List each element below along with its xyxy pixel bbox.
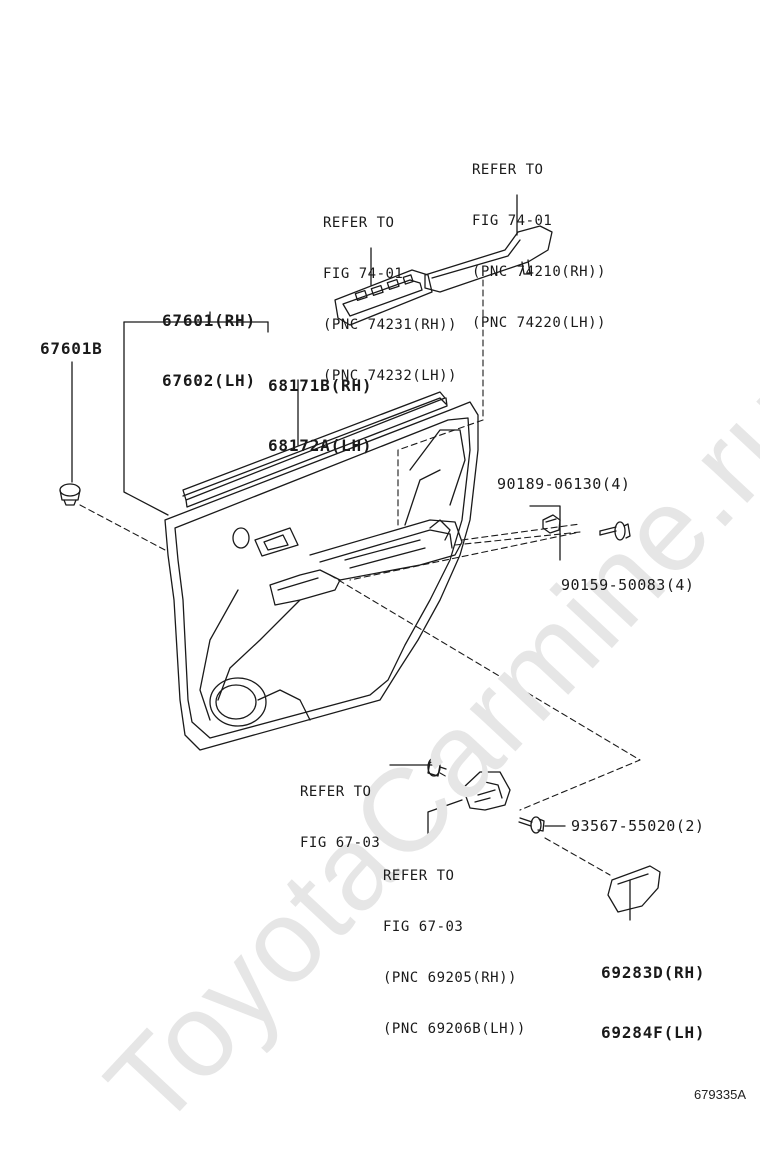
label-line: (PNC 74220(LH)) [472,315,606,331]
trim-board-part-number: 67601(RH) 67602(LH) [162,271,256,411]
weatherstrip-part-number: 68171B(RH) 68172A(LH) [268,336,372,476]
inside-handle-reference: REFER TO FIG 67-03 (PNC 69205(RH)) (PNC … [383,834,526,1055]
handle-screw [518,816,545,834]
handle-screw-part-number: 93567-55020(2) [571,817,705,835]
armrest-switch-base [424,225,553,293]
handle-screw-top [427,757,447,777]
label-line: FIG 67-03 [300,835,381,851]
label-line: FIG 67-03 [383,919,464,935]
leader-lines [71,194,631,921]
label-line: (PNC 69206B(LH)) [383,1021,526,1037]
label-line: 68172A(LH) [268,436,373,455]
label-line: FIG 74-01 [472,213,553,229]
clip-nut-part-number: 90189-06130(4) [497,475,631,493]
label-line: 69283D(RH) [601,963,706,982]
label-line: (PNC 74232(LH)) [323,368,457,384]
clip-nut [542,514,561,534]
clip-part-number: 67601B [40,339,103,358]
figure-code: 679335A [693,1087,746,1102]
label-line: 67602(LH) [162,371,256,390]
belt-weatherstrip [182,391,448,508]
label-line: 68171B(RH) [268,376,373,395]
label-line: 67601(RH) [162,311,256,330]
trim-screw [599,521,631,541]
label-line: REFER TO [300,784,372,800]
door-trim-board [164,401,479,751]
label-line: REFER TO [472,162,544,178]
label-line: REFER TO [323,215,395,231]
label-line: FIG 74-01 [323,266,404,282]
switch-bezel-reference: REFER TO FIG 74-01 (PNC 74231(RH)) (PNC … [323,181,457,402]
label-line: (PNC 74210(RH)) [472,264,606,280]
trim-clip [59,483,81,506]
screw-part-number: 90159-50083(4) [561,576,695,594]
label-line: (PNC 74231(RH)) [323,317,457,333]
inside-door-handle [462,771,511,811]
handle-screw-reference: REFER TO FIG 67-03 [300,750,380,869]
handle-cover [607,865,661,913]
power-window-switch-bezel [334,269,433,326]
label-line: REFER TO [383,868,455,884]
label-line: 69284F(LH) [601,1023,706,1042]
label-line: (PNC 69205(RH)) [383,970,517,986]
exploded-parts-diagram [59,194,661,921]
handle-cover-part-number: 69283D(RH) 69284F(LH) [601,923,705,1063]
assembly-dashed-lines [79,279,641,876]
armrest-switch-reference: REFER TO FIG 74-01 (PNC 74210(RH)) (PNC … [472,128,606,349]
